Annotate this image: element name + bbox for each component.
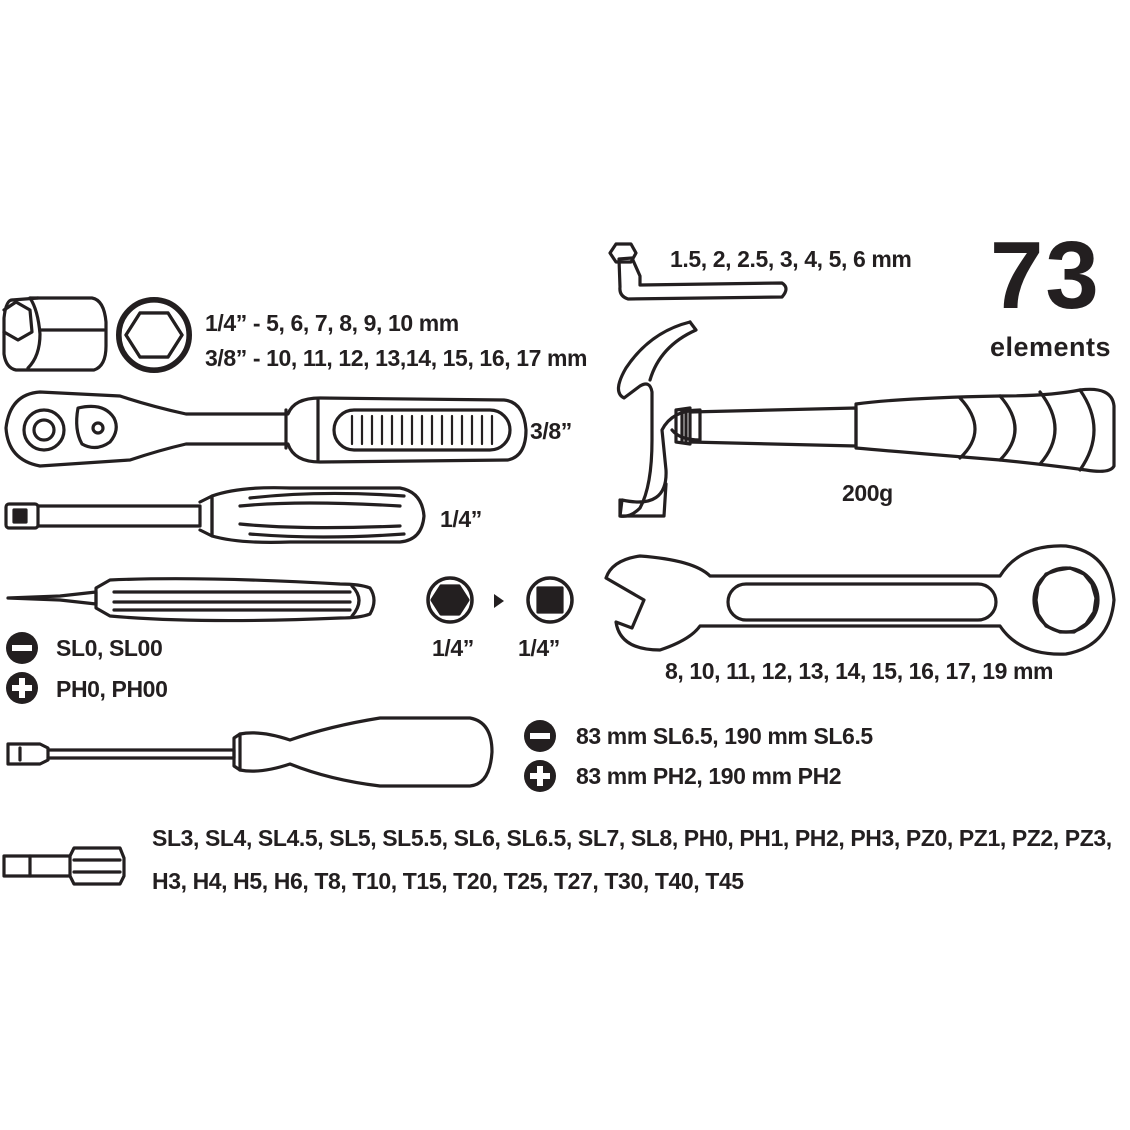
precision-slotted-sizes: SL0, SL00 [56,635,163,661]
wrench-sizes: 8, 10, 11, 12, 13, 14, 15, 16, 17, 19 mm [665,658,1054,684]
slotted-symbol-icon [6,632,38,664]
adapter-to-size: 1/4” [518,635,560,661]
phillips-symbol-icon [6,672,38,704]
bit-holder-icon [6,488,424,543]
ratchet-size: 3/8” [530,418,572,444]
ratchet-grip-ridges [352,416,492,444]
ratchet-icon [6,392,526,466]
socket-icon [4,298,106,370]
precision-phillips-sizes: PH0, PH00 [56,676,168,702]
precision-screwdriver-icon [8,579,374,621]
arrow-right-icon [494,594,504,608]
socket-hex-hole [126,313,182,357]
bit-icon [4,848,124,884]
screwdriver-icon [8,718,492,786]
adapter-icon [428,578,572,622]
adapter-from-size: 1/4” [432,635,474,661]
bit-holder-size: 1/4” [440,506,482,532]
bit-sizes-line-1: SL3, SL4, SL4.5, SL5, SL5.5, SL6, SL6.5,… [152,825,1112,851]
hammer-weight: 200g [842,480,893,506]
claw-hammer-icon [618,322,1114,516]
slotted-symbol-icon [524,720,556,752]
set-count: 73 [990,222,1101,329]
screwdriver-phillips-sizes: 83 mm PH2, 190 mm PH2 [576,763,842,789]
bit-sizes-line-2: H3, H4, H5, H6, T8, T10, T15, T20, T25, … [152,868,744,894]
phillips-symbol-icon [524,760,556,792]
socket-sizes-three-eighths: 3/8” - 10, 11, 12, 13,14, 15, 16, 17 mm [205,345,588,371]
hex-key-icon [610,244,786,299]
set-count-label: elements [990,332,1112,362]
socket-sizes-quarter: 1/4” - 5, 6, 7, 8, 9, 10 mm [205,310,459,336]
screwdriver-slotted-sizes: 83 mm SL6.5, 190 mm SL6.5 [576,723,873,749]
hex-key-sizes: 1.5, 2, 2.5, 3, 4, 5, 6 mm [670,246,912,272]
combination-wrench-icon [606,546,1114,654]
